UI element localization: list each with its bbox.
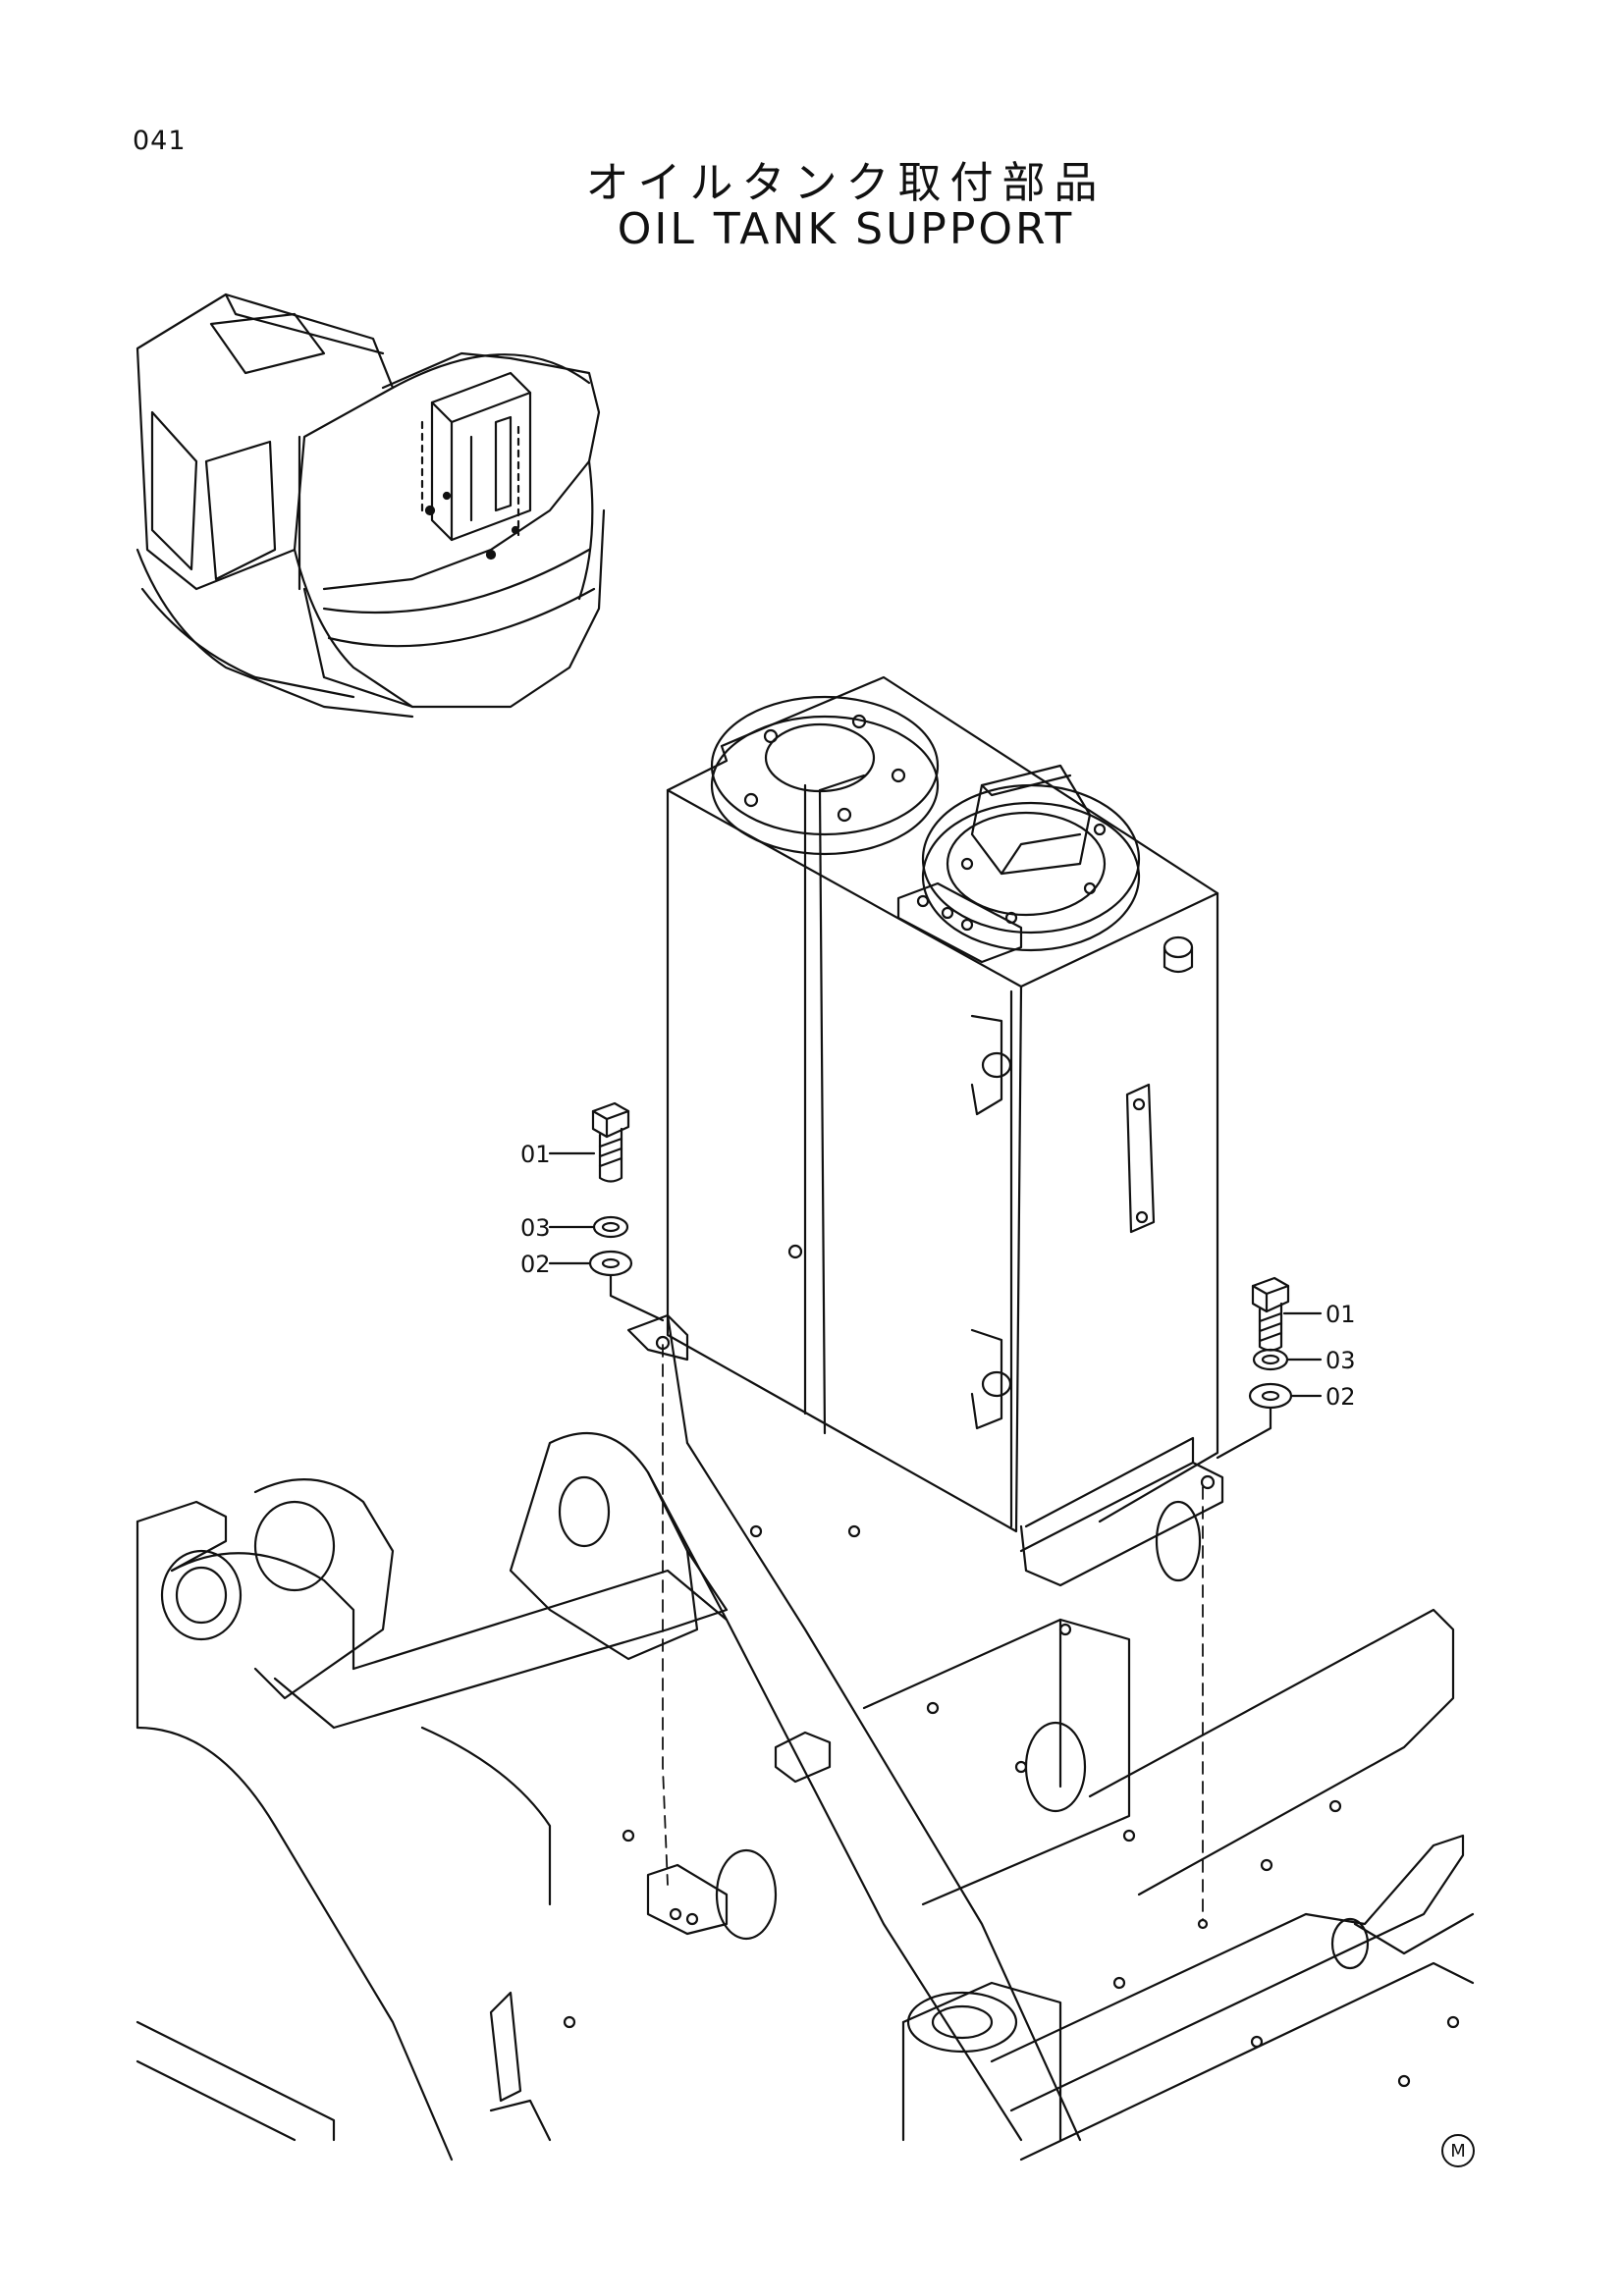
callout-right-bolt: 01 [1325,1301,1356,1328]
assembly-lines [662,1344,1204,1925]
title-japanese: オイルタンク取付部品 [585,158,1107,208]
oil-tank [626,675,1224,1587]
callout-left-washer: 02 [520,1251,551,1278]
callout-labels: 01 03 02 01 03 02 [520,1141,1356,1411]
fastener-group-left [548,1101,665,1322]
callout-right-spring-washer: 03 [1325,1347,1356,1374]
revolving-frame [135,1313,1475,2162]
excavator-inset [135,293,606,719]
corner-mark: M [1441,2134,1475,2167]
page-number: 041 [133,126,187,156]
callout-left-bolt: 01 [520,1141,551,1168]
fastener-group-right [1216,1276,1323,1460]
callout-right-washer: 02 [1325,1383,1356,1411]
title-english: OIL TANK SUPPORT [617,204,1075,254]
callout-left-spring-washer: 03 [520,1214,551,1242]
